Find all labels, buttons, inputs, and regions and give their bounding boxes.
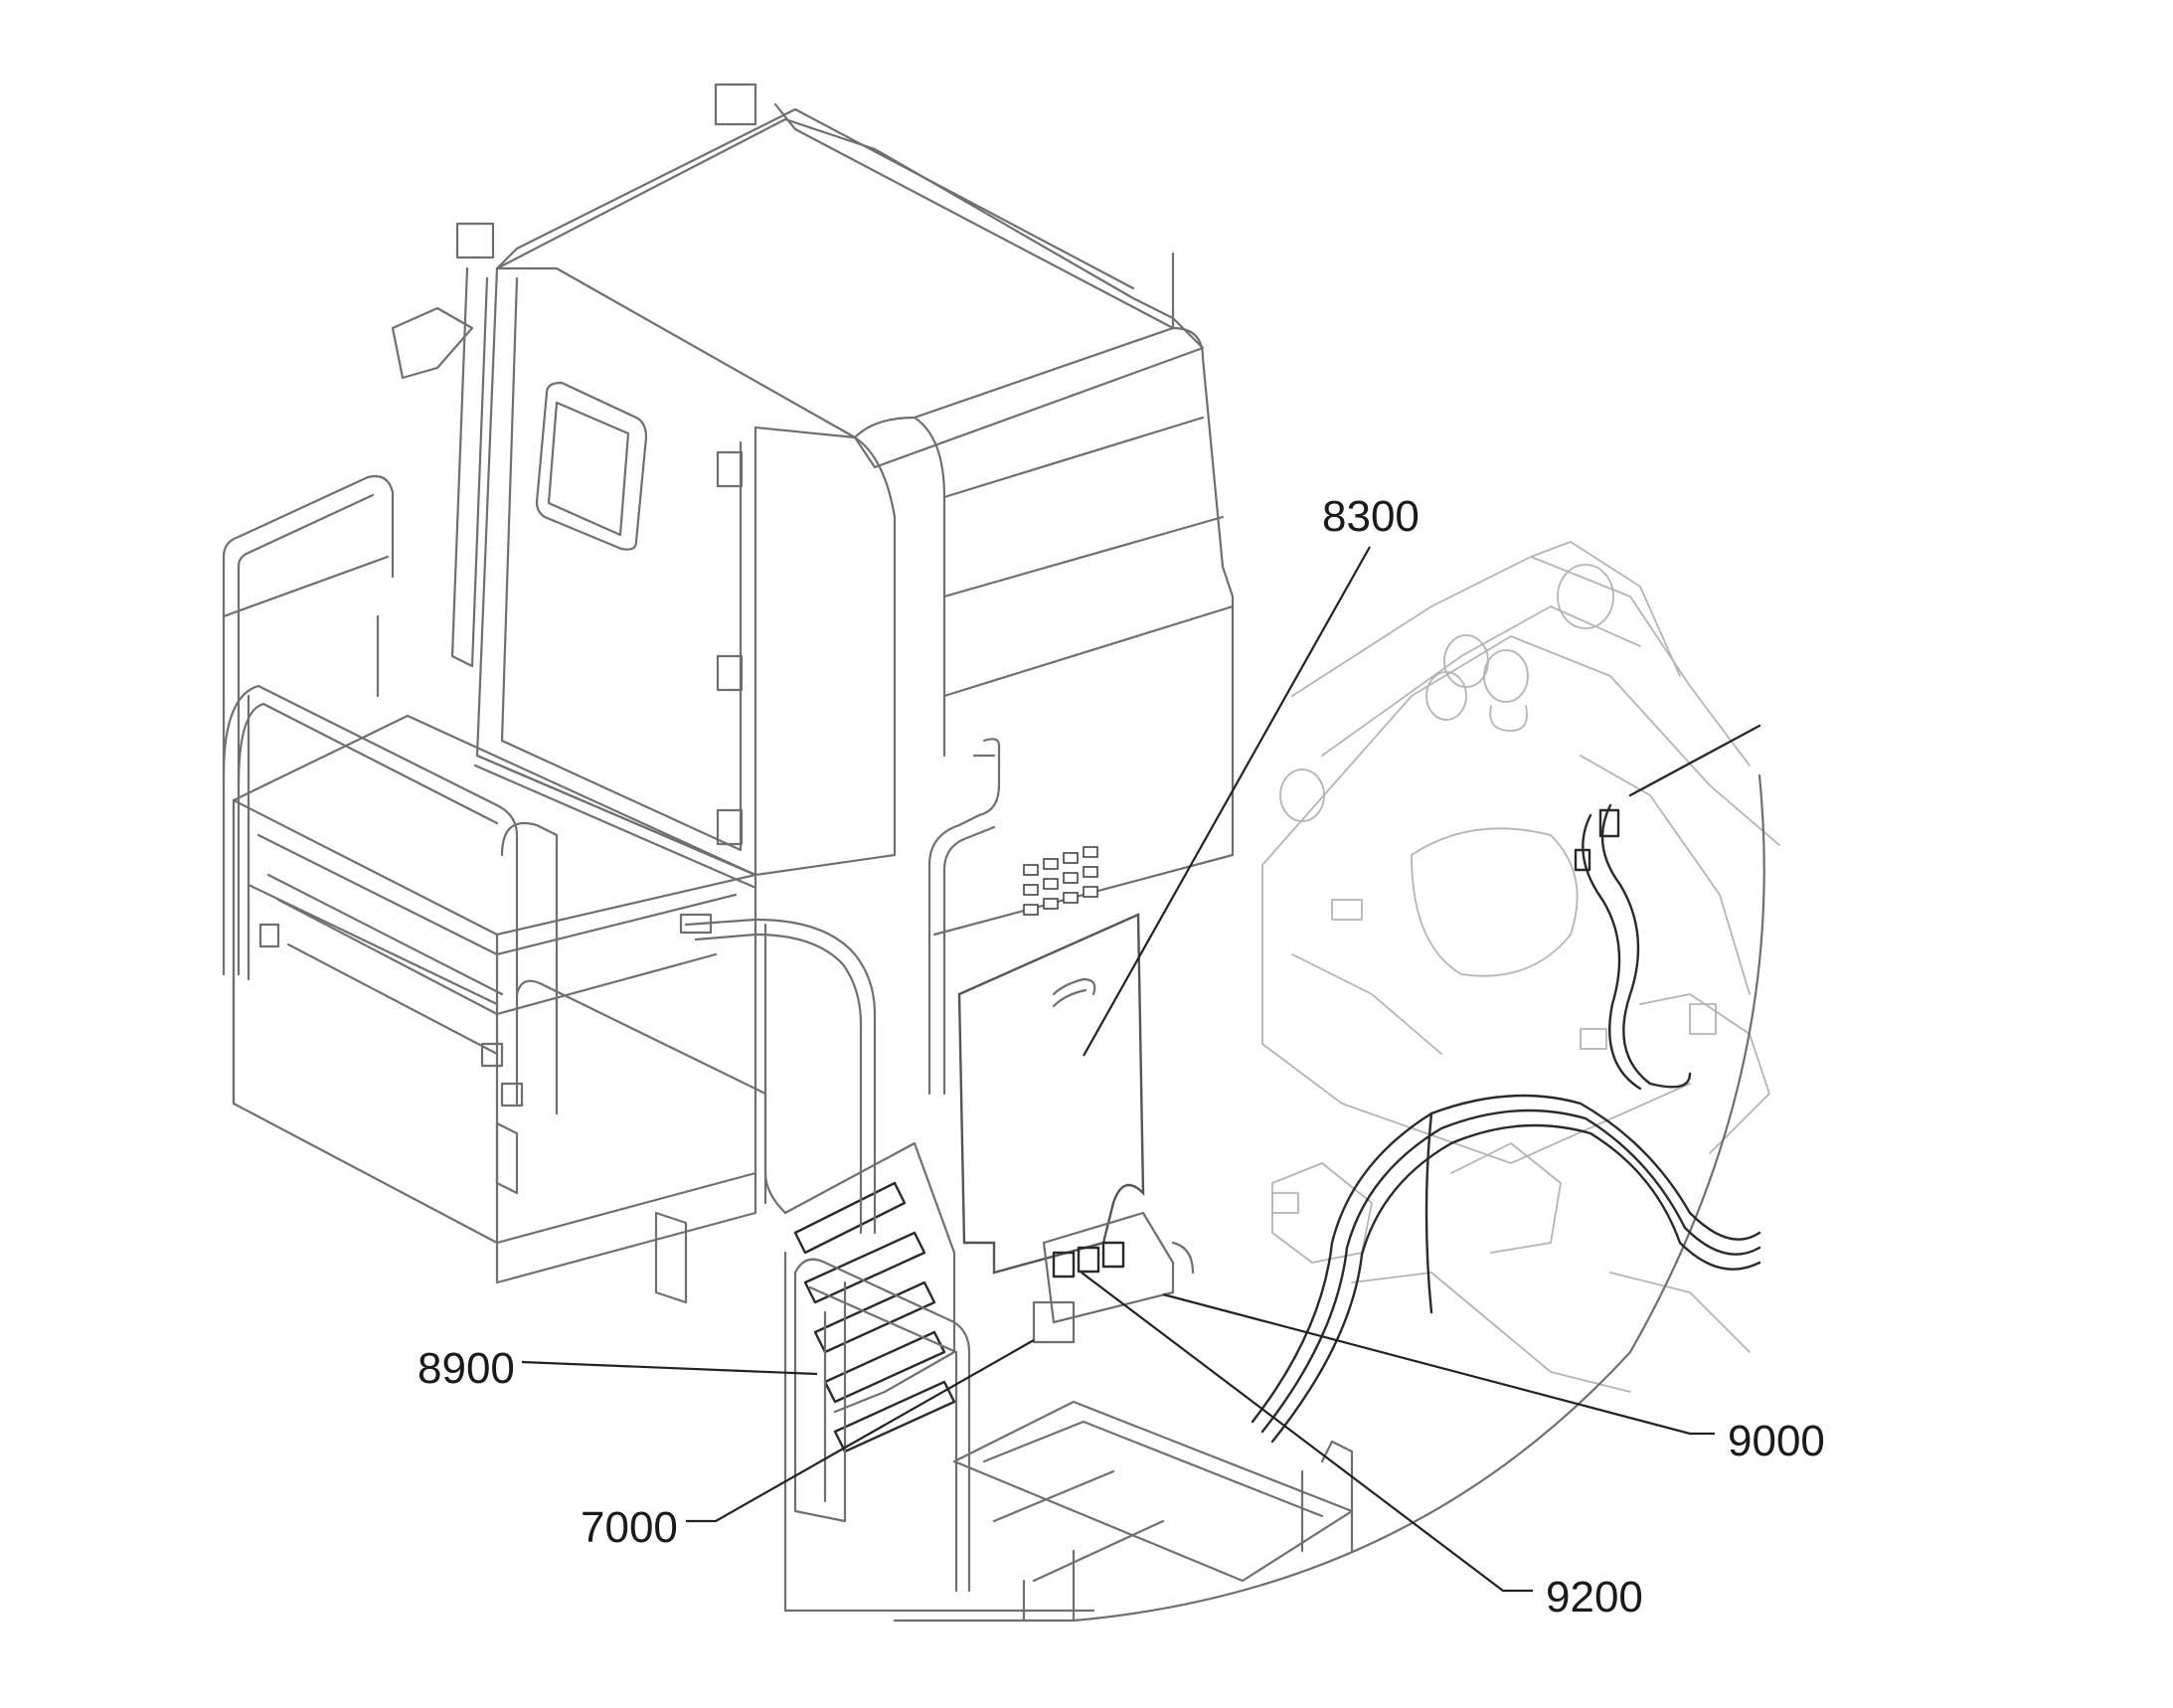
grab-handle: [927, 738, 1001, 1096]
callout-7000: 7000: [581, 1503, 678, 1552]
valve-block: [1032, 1211, 1195, 1344]
walkway-platform: [232, 714, 757, 1304]
leader-7000: [686, 1339, 1035, 1523]
access-panel-8300: [957, 913, 1145, 1275]
leader-9000: [1162, 1292, 1715, 1436]
callout-8900: 8900: [418, 1344, 515, 1393]
hydraulic-hose-bundle: [1251, 724, 1761, 1444]
callout-9000: 9000: [1728, 1417, 1825, 1465]
detail-boundary: [893, 773, 1765, 1623]
leader-9200: [1081, 1272, 1533, 1593]
leader-lines: [521, 546, 1715, 1593]
leader-8900: [521, 1360, 818, 1376]
guard-rail-left: [222, 474, 767, 1205]
leader-8300: [1083, 546, 1371, 1057]
vent-grille: [1023, 846, 1098, 916]
handrail-7000: [679, 913, 1095, 1613]
callout-8300: 8300: [1322, 492, 1420, 541]
boom-frame-detail: [1261, 541, 1780, 1393]
access-steps-8900: [783, 1141, 956, 1553]
callout-9200: 9200: [1546, 1573, 1643, 1622]
lower-walkway: [952, 1400, 1354, 1623]
operator-cab: [391, 83, 1235, 937]
